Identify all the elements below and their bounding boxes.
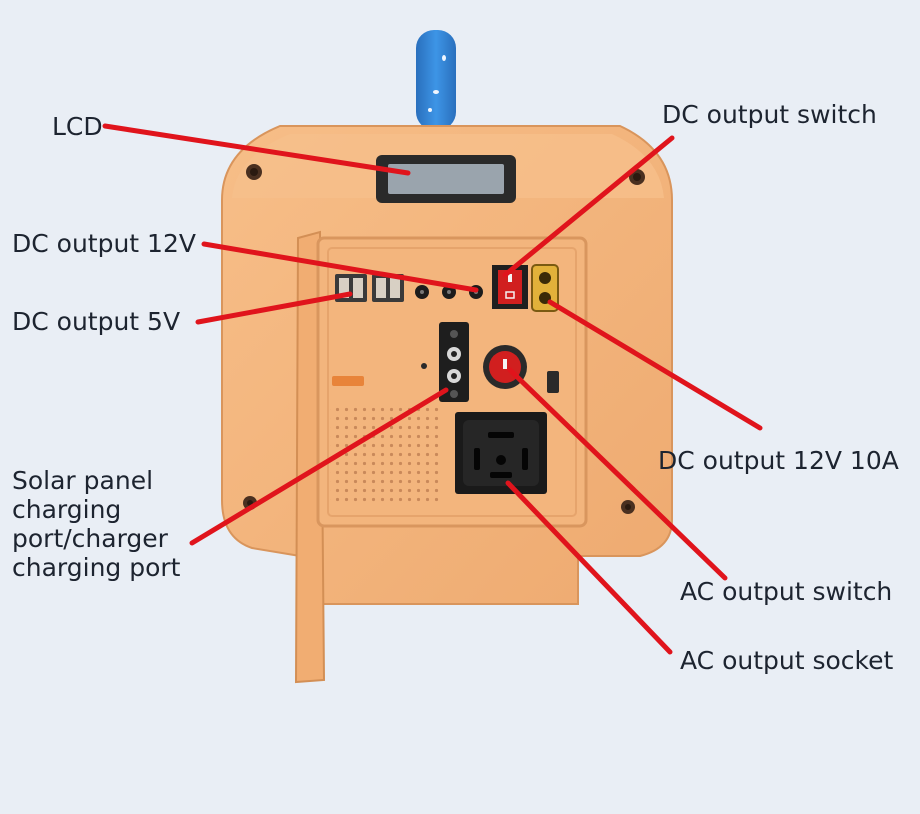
pointer-lines <box>102 123 763 655</box>
label-dc-output-12v: DC output 12V <box>12 229 196 258</box>
ac-socket-icon <box>455 412 547 494</box>
label-solar-line: charging port <box>12 553 181 582</box>
label-ac-output-socket: AC output socket <box>680 646 894 675</box>
label-ac-output-switch: AC output switch <box>680 577 893 606</box>
pointer-ac-socket <box>505 480 673 655</box>
xt60-connector-icon <box>531 264 559 312</box>
label-solar-line: port/charger <box>12 524 168 553</box>
pointer-solar <box>189 387 449 546</box>
charging-port-icon <box>439 322 469 402</box>
usb-port-icon <box>372 274 404 302</box>
label-dc-output-5v: DC output 5V <box>12 307 181 336</box>
label-lcd: LCD <box>52 112 103 141</box>
antenna-icon <box>416 30 456 130</box>
pointer-ac-switch <box>507 367 728 581</box>
screw-icon <box>621 500 635 514</box>
pointer-dc-5v <box>195 291 353 325</box>
pointer-lcd <box>102 123 411 176</box>
screw-icon <box>246 164 262 180</box>
dc-jack-icon <box>415 285 429 299</box>
label-solar-line: charging <box>12 495 122 524</box>
slide-switch <box>547 371 559 393</box>
label-solar-line: Solar panel <box>12 466 154 495</box>
label-solar-charging: Solar panel charging port/charger chargi… <box>12 466 212 582</box>
label-dc-output-switch: DC output switch <box>662 100 877 129</box>
label-dc-output-12v-10a: DC output 12V 10A <box>658 446 899 475</box>
pointer-dc-12v-10a <box>547 299 763 431</box>
indicator-led <box>421 363 427 369</box>
pointer-dc-switch <box>502 135 675 278</box>
lcd-display <box>376 155 516 203</box>
speaker-grille <box>330 405 442 503</box>
pointer-dc-12v <box>201 241 479 293</box>
latch-tab <box>332 376 364 386</box>
